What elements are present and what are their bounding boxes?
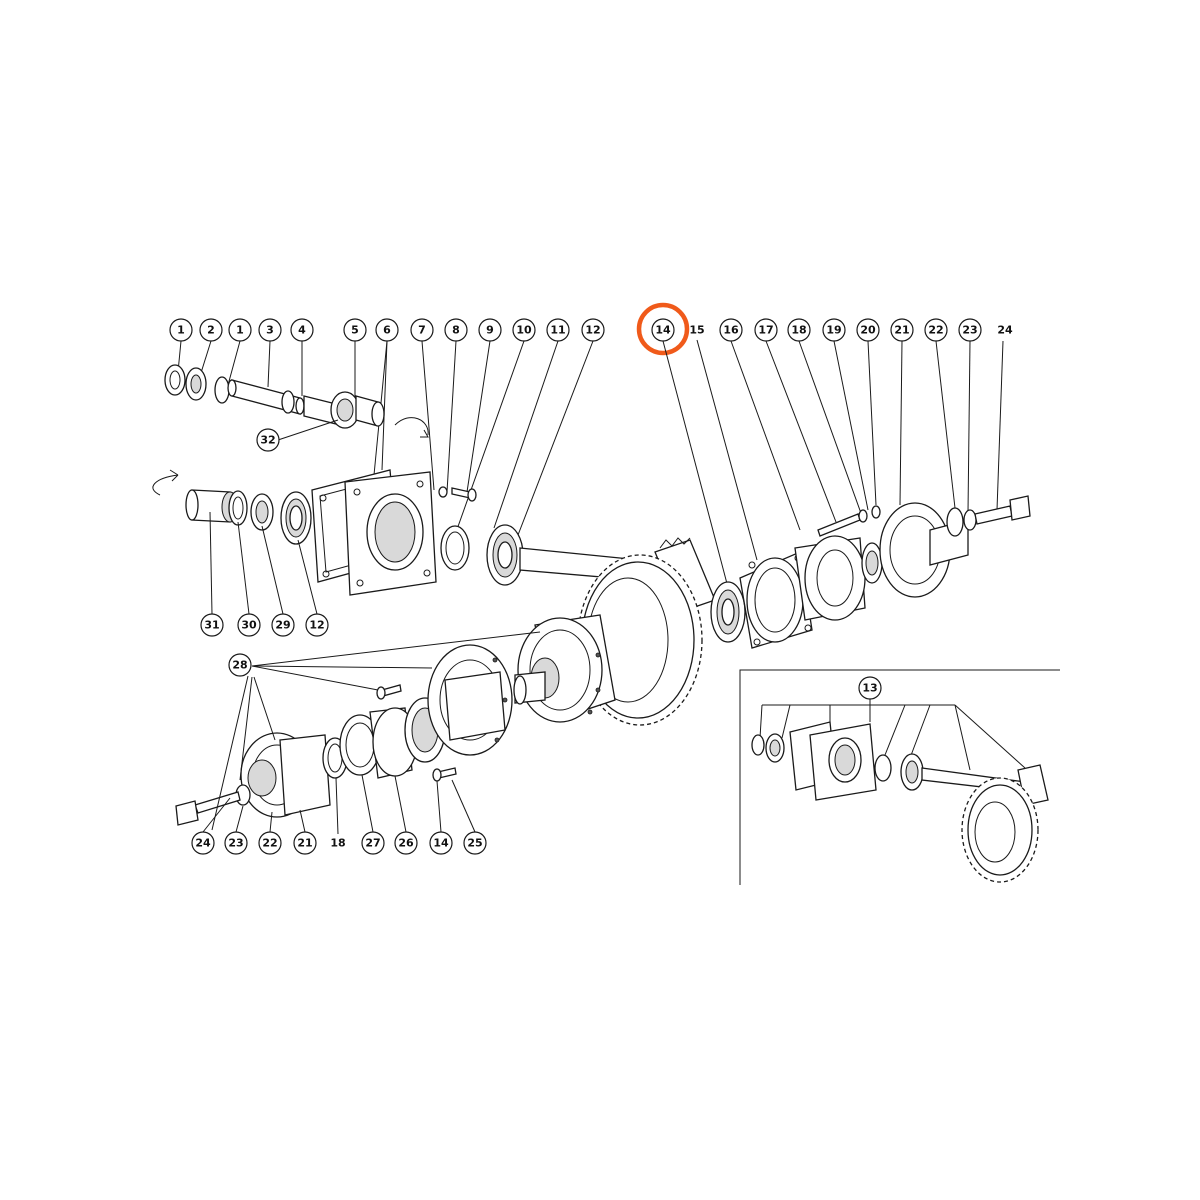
bottom-labels: 24 23 22 21 18 27 26 14 25 [191, 774, 487, 855]
svg-text:31: 31 [204, 619, 219, 632]
label-8[interactable]: 8 [444, 318, 468, 342]
svg-text:21: 21 [297, 837, 312, 850]
label-22-bottom[interactable]: 22 [258, 831, 282, 855]
svg-text:11: 11 [550, 324, 565, 337]
label-28-group: 28 [211, 631, 541, 831]
svg-text:24: 24 [195, 837, 211, 850]
label-24-bottom[interactable]: 24 [191, 831, 215, 855]
label-27[interactable]: 27 [361, 831, 385, 855]
inset-panel: 13 [739, 669, 1060, 885]
svg-text:5: 5 [351, 324, 359, 337]
svg-text:6: 6 [383, 324, 391, 337]
label-21-bottom[interactable]: 21 [293, 831, 317, 855]
mid-left-assembly [152, 469, 661, 596]
svg-text:19: 19 [826, 324, 841, 337]
svg-text:16: 16 [723, 324, 739, 337]
label-3[interactable]: 3 [258, 318, 282, 342]
label-1b[interactable]: 1 [228, 318, 252, 342]
label-13[interactable]: 13 [858, 676, 882, 700]
svg-text:25: 25 [467, 837, 482, 850]
svg-text:22: 22 [262, 837, 277, 850]
svg-text:26: 26 [398, 837, 414, 850]
label-15[interactable]: 15 [689, 324, 704, 337]
label-17[interactable]: 17 [754, 318, 778, 342]
svg-text:18: 18 [330, 837, 345, 850]
label-11[interactable]: 11 [546, 318, 570, 342]
svg-text:7: 7 [418, 324, 426, 337]
label-23-bottom[interactable]: 23 [224, 831, 248, 855]
svg-text:30: 30 [241, 619, 257, 632]
label-2[interactable]: 2 [199, 318, 223, 342]
label-9[interactable]: 9 [478, 318, 502, 342]
label-10[interactable]: 10 [512, 318, 536, 342]
svg-text:8: 8 [452, 324, 460, 337]
svg-text:14: 14 [655, 324, 671, 337]
label-31[interactable]: 31 [200, 613, 224, 637]
label-6[interactable]: 6 [375, 318, 399, 342]
label-19[interactable]: 19 [822, 318, 846, 342]
label-29[interactable]: 29 [271, 613, 295, 637]
svg-text:29: 29 [275, 619, 290, 632]
label-18[interactable]: 18 [787, 318, 811, 342]
svg-text:4: 4 [298, 324, 306, 337]
svg-text:22: 22 [928, 324, 943, 337]
label-26[interactable]: 26 [394, 831, 418, 855]
svg-text:1: 1 [177, 324, 185, 337]
label-7[interactable]: 7 [410, 318, 434, 342]
label-16[interactable]: 16 [719, 318, 743, 342]
svg-text:14: 14 [433, 837, 449, 850]
label-23[interactable]: 23 [958, 318, 982, 342]
label-5[interactable]: 5 [343, 318, 367, 342]
label-14-bottom[interactable]: 14 [429, 831, 453, 855]
svg-text:9: 9 [486, 324, 494, 337]
mid-labels: 31 30 29 12 [200, 511, 329, 637]
label-21[interactable]: 21 [890, 318, 914, 342]
label-1a[interactable]: 1 [169, 318, 193, 342]
label-12-mid[interactable]: 12 [305, 613, 329, 637]
svg-text:1: 1 [236, 324, 244, 337]
lower-left-assembly [175, 644, 513, 826]
svg-text:17: 17 [758, 324, 773, 337]
label-18-bottom[interactable]: 18 [330, 837, 345, 850]
svg-text:12: 12 [585, 324, 600, 337]
svg-text:12: 12 [309, 619, 324, 632]
crown-wheel-assembly [513, 537, 716, 726]
label-30[interactable]: 30 [237, 613, 261, 637]
svg-text:23: 23 [228, 837, 243, 850]
svg-text:27: 27 [365, 837, 380, 850]
svg-text:2: 2 [207, 324, 215, 337]
label-14-highlighted[interactable]: 14 [636, 302, 690, 356]
svg-text:24: 24 [997, 324, 1013, 337]
label-4[interactable]: 4 [290, 318, 314, 342]
label-32[interactable]: 32 [256, 428, 280, 452]
svg-text:13: 13 [862, 682, 877, 695]
svg-text:18: 18 [791, 324, 806, 337]
label-24-top[interactable]: 24 [997, 324, 1013, 337]
svg-text:21: 21 [894, 324, 909, 337]
right-assembly [710, 495, 1031, 649]
top-shaft-assembly [164, 364, 429, 438]
label-28[interactable]: 28 [228, 653, 252, 677]
svg-text:15: 15 [689, 324, 704, 337]
label-12[interactable]: 12 [581, 318, 605, 342]
label-20[interactable]: 20 [856, 318, 880, 342]
svg-text:23: 23 [962, 324, 977, 337]
label-22[interactable]: 22 [924, 318, 948, 342]
svg-text:28: 28 [232, 659, 247, 672]
label-25[interactable]: 25 [463, 831, 487, 855]
svg-text:20: 20 [860, 324, 876, 337]
svg-text:10: 10 [516, 324, 532, 337]
svg-text:32: 32 [260, 434, 275, 447]
svg-text:3: 3 [266, 324, 274, 337]
